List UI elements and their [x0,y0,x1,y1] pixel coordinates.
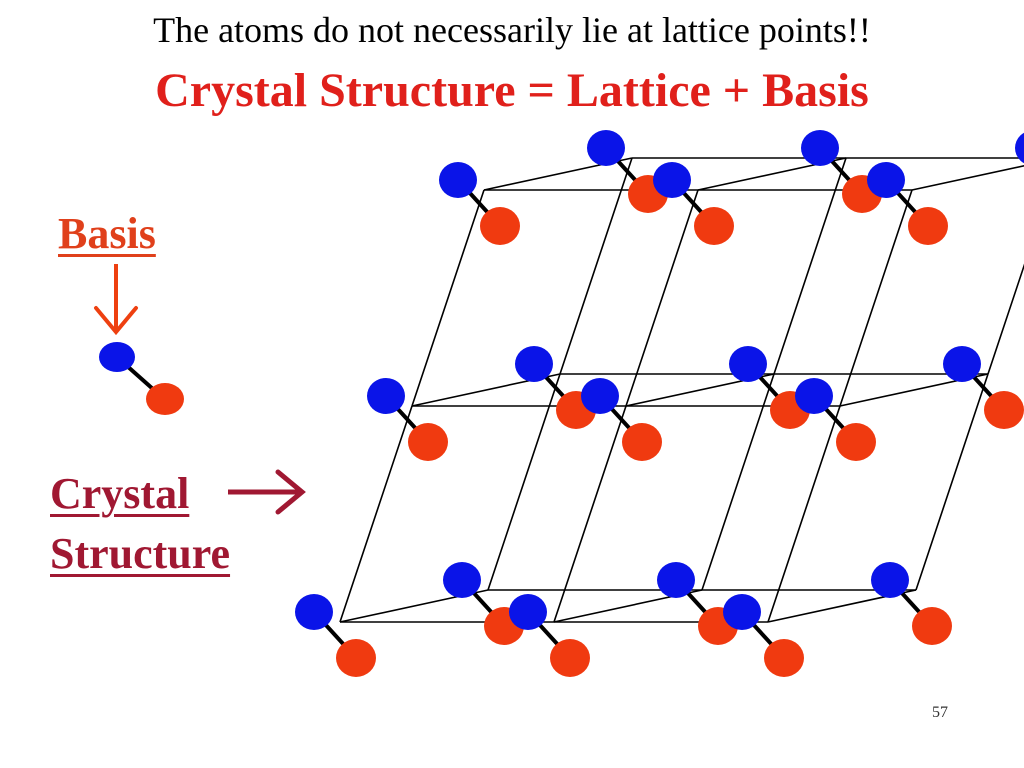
right-arrow-icon [228,469,306,515]
blue-atom [723,594,761,630]
blue-atom [729,346,767,382]
lattice-line [767,405,841,623]
lattice-line [701,373,775,591]
lattice-line [339,405,413,623]
lattice-line [773,157,847,375]
lattice-line [411,189,485,407]
crystal-label: Crystal [50,469,190,518]
blue-atom [367,378,405,414]
blue-atom [587,130,625,166]
red-atom [146,383,184,415]
red-atom [694,207,734,245]
blue-atom [439,162,477,198]
basis-example [99,342,184,415]
blue-atom [99,342,135,372]
blue-atom [515,346,553,382]
structure-label: Structure [50,529,231,578]
blue-atom [653,162,691,198]
red-atom [622,423,662,461]
red-atom [984,391,1024,429]
blue-atom [295,594,333,630]
lattice-line [987,263,1024,375]
red-atom [480,207,520,245]
lattice-atoms [295,130,1024,677]
lattice-line [559,157,633,375]
lattice-line [839,189,913,407]
lattice-line [915,373,989,591]
red-atom [764,639,804,677]
slide-subtitle: The atoms do not necessarily lie at latt… [153,10,871,50]
blue-atom [943,346,981,382]
red-atom [408,423,448,461]
down-arrow-icon [94,264,138,336]
lattice-line [911,164,1024,191]
blue-atom [581,378,619,414]
lattice-line [553,405,627,623]
red-atom [550,639,590,677]
blue-atom [443,562,481,598]
red-atom [836,423,876,461]
basis-label: Basis [58,209,156,258]
blue-atom [657,562,695,598]
blue-atom [795,378,833,414]
blue-atom [1015,132,1024,164]
red-atom [908,207,948,245]
red-atom [336,639,376,677]
lattice-line [487,373,561,591]
slide-number: 57 [932,704,948,721]
blue-atom [509,594,547,630]
lattice-line [625,189,699,407]
slide-title: Crystal Structure = Lattice + Basis [155,64,869,117]
blue-atom [867,162,905,198]
blue-atom [871,562,909,598]
blue-atom [801,130,839,166]
red-atom [912,607,952,645]
